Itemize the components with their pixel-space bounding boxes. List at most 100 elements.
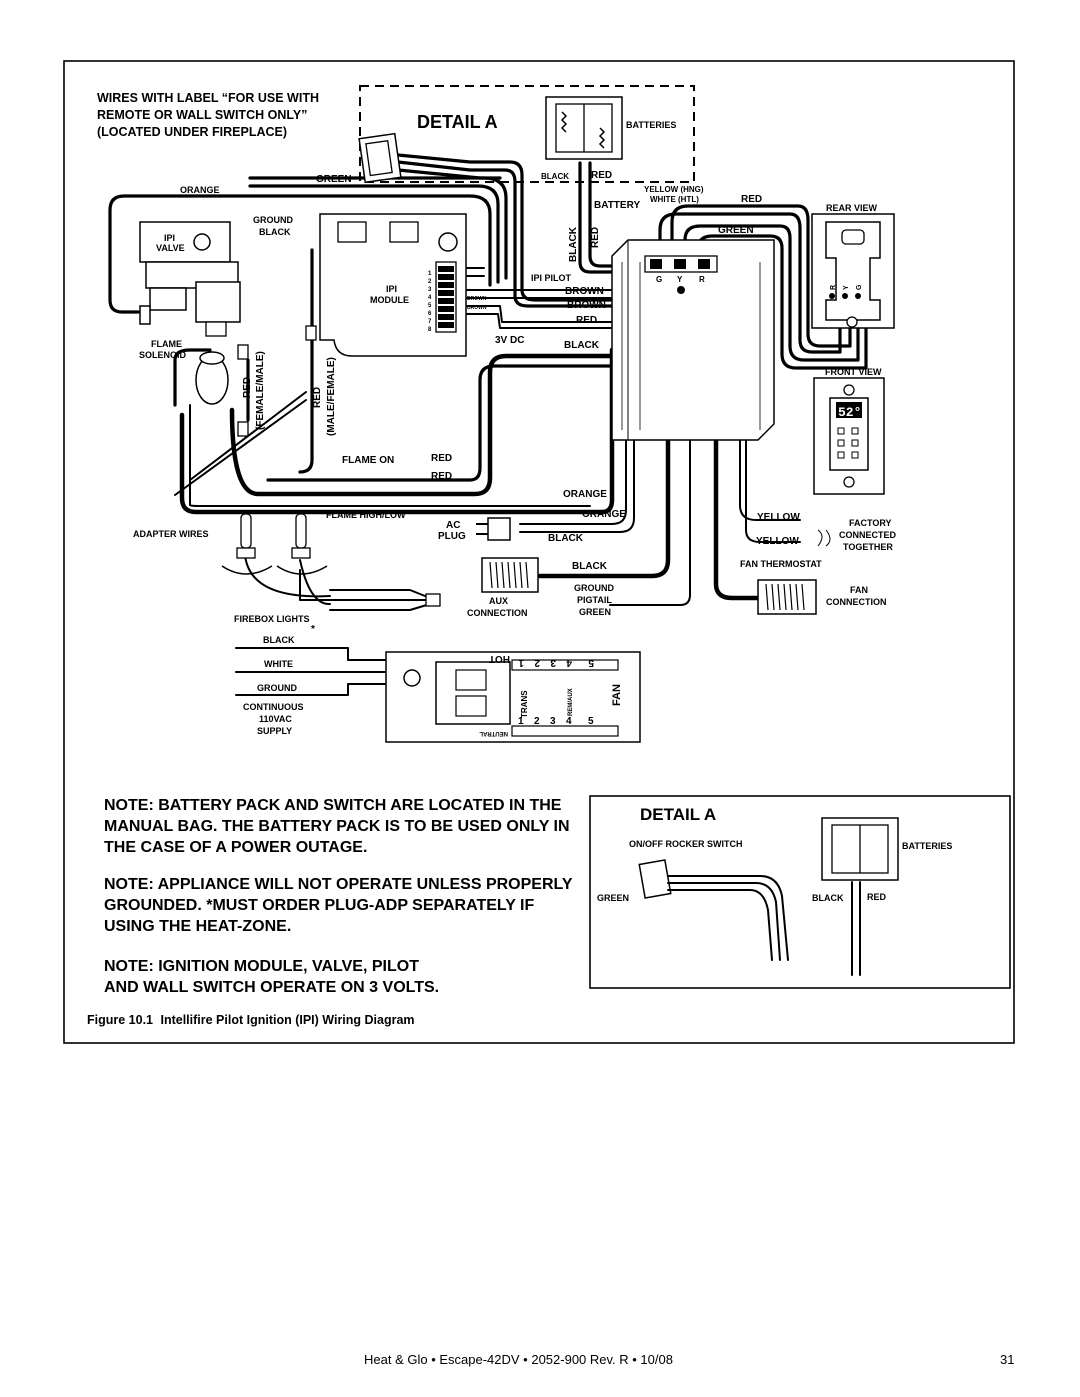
adapter-wires-label: ADAPTER WIRES: [133, 529, 209, 539]
ipi-valve-label-1: IPI: [164, 233, 175, 243]
rear-r-label: R: [830, 285, 837, 290]
yellow-label-1: YELLOW: [757, 512, 800, 523]
supply-black-label: BLACK: [263, 635, 295, 645]
asterisk-label: *: [311, 624, 315, 635]
note-line: THE CASE OF A POWER OUTAGE.: [104, 839, 368, 856]
terminal-number-bottom: 1: [518, 716, 524, 727]
figure-caption: Figure 10.1 Intellifire Pilot Ignition (…: [87, 1013, 415, 1027]
detail-a-heading: DETAIL A: [417, 112, 498, 132]
orange-label: ORANGE: [180, 185, 220, 195]
note-line: AND WALL SWITCH OPERATE ON 3 VOLTS.: [104, 979, 440, 996]
yellow-hng-label: YELLOW (HNG): [644, 185, 704, 194]
firebox-lights: [221, 513, 441, 607]
detail-a-components: [638, 817, 899, 976]
pin-label: 7: [428, 319, 432, 325]
factory-label-2: CONNECTED: [839, 530, 897, 540]
red-label: RED: [591, 170, 612, 181]
black-plug-label: BLACK: [548, 533, 584, 544]
on-off-rocker-switch-top: [358, 132, 402, 184]
firebox-lights-label: FIREBOX LIGHTS: [234, 614, 310, 624]
supply-label-1: CONTINUOUS: [243, 702, 304, 712]
red-battery-label: RED: [741, 194, 762, 205]
black-aux-label: BLACK: [572, 561, 608, 572]
terminal-number-top: 1: [518, 657, 524, 668]
red-male-label-1: RED: [312, 387, 323, 408]
flame-high-low-label: FLAME HIGH/LOW: [326, 510, 406, 520]
rocker-switch-label: ON/OFF ROCKER SWITCH: [629, 839, 743, 849]
green-right-label: GREEN: [718, 225, 754, 236]
page-number: 31: [1000, 1352, 1015, 1367]
neutral-label: NEUTRAL: [479, 730, 508, 736]
note-line: NOTE: BATTERY PACK AND SWITCH ARE LOCATE…: [104, 797, 562, 814]
ground-pigtail-label-1: GROUND: [574, 583, 614, 593]
yellow-label-2: YELLOW: [756, 536, 799, 547]
supply-label-3: SUPPLY: [257, 726, 292, 736]
ipi-pilot-label: IPI PILOT: [531, 273, 572, 283]
ground-pigtail-label-2: PIGTAIL: [577, 595, 612, 605]
black-vertical-label: BLACK: [568, 226, 579, 262]
pin-label: 6: [428, 311, 432, 317]
factory-bracket: [817, 529, 831, 547]
black-mid-label: BLACK: [564, 340, 600, 351]
wall-switch-rear-view: [811, 213, 895, 329]
fan-connection: [757, 579, 817, 615]
brown-label-2: BROWN: [567, 300, 606, 311]
note-battery-pack: NOTE: BATTERY PACK AND SWITCH ARE LOCATE…: [104, 795, 570, 858]
terminal-r-label: R: [699, 275, 705, 284]
note-line: NOTE: APPLIANCE WILL NOT OPERATE UNLESS …: [104, 876, 573, 893]
ground-pigtail-label-3: GREEN: [579, 607, 611, 617]
aux-connection: [481, 557, 539, 593]
detail-black-label: BLACK: [812, 893, 844, 903]
aux-label-1: AUX: [489, 596, 508, 606]
rear-y-label: Y: [843, 285, 850, 290]
wires-label-line-2: REMOTE OR WALL SWITCH ONLY”: [97, 108, 307, 122]
terminal-number-top: 5: [588, 657, 594, 668]
orange-lower-label: ORANGE: [582, 509, 626, 520]
factory-label-3: TOGETHER: [843, 542, 893, 552]
battery-pack-top: [545, 96, 623, 160]
figure-title: Intellifire Pilot Ignition (IPI) Wiring …: [160, 1013, 415, 1027]
batteries-label: BATTERIES: [626, 120, 676, 130]
supply-ground-label: GROUND: [257, 683, 297, 693]
factory-label-1: FACTORY: [849, 518, 892, 528]
red-vertical-label: RED: [590, 227, 601, 248]
fan-thermostat-label: FAN THERMOSTAT: [740, 559, 822, 569]
red-male-label-2: (MALE/FEMALE): [326, 357, 337, 436]
display-readout: 52°: [838, 405, 861, 420]
3v-dc-label: 3V DC: [495, 335, 524, 346]
rear-view-label: REAR VIEW: [826, 203, 878, 213]
detail-a-dashed-region: [359, 85, 695, 183]
note-line: USING THE HEAT-ZONE.: [104, 918, 292, 935]
rear-g-label: G: [856, 284, 863, 290]
ipi-module-label-2: MODULE: [370, 295, 409, 305]
ac-plug-label-1: AC: [446, 520, 460, 531]
figure-number: Figure 10.1: [87, 1013, 153, 1027]
flame-solenoid: [195, 325, 317, 437]
fan-label-1: FAN: [850, 585, 868, 595]
terminal-number-top: 4: [566, 657, 572, 668]
ac-plug: [476, 517, 511, 541]
wire-harness: [108, 153, 868, 696]
ac-plug-label-2: PLUG: [438, 531, 466, 542]
red-female-label-1: RED: [242, 377, 253, 398]
terminal-number-bottom: 5: [588, 716, 594, 727]
note-line: GROUNDED. *MUST ORDER PLUG-ADP SEPARATEL…: [104, 897, 535, 914]
detail-red-label: RED: [867, 892, 887, 902]
pin-label: 2: [428, 279, 432, 285]
supply-white-label: WHITE: [264, 659, 293, 669]
footer-text: Heat & Glo • Escape-42DV • 2052-900 Rev.…: [364, 1352, 673, 1367]
front-view-label: FRONT VIEW: [825, 367, 882, 377]
fan-term-label: FAN: [611, 684, 623, 706]
green-label: GREEN: [316, 174, 352, 185]
fan-label-2: CONNECTION: [826, 597, 887, 607]
terminal-y-label: Y: [677, 275, 683, 284]
wires-label-line-3: (LOCATED UNDER FIREPLACE): [97, 125, 287, 139]
flame-on-label: FLAME ON: [342, 455, 394, 466]
wall-switch-front-view: [813, 377, 885, 495]
brown-small-label-2: BROWN: [467, 305, 487, 311]
black-label: BLACK: [541, 172, 569, 181]
flame-solenoid-label-1: FLAME: [151, 339, 182, 349]
junction-box: [385, 651, 641, 743]
ground-label: GROUND: [253, 215, 293, 225]
